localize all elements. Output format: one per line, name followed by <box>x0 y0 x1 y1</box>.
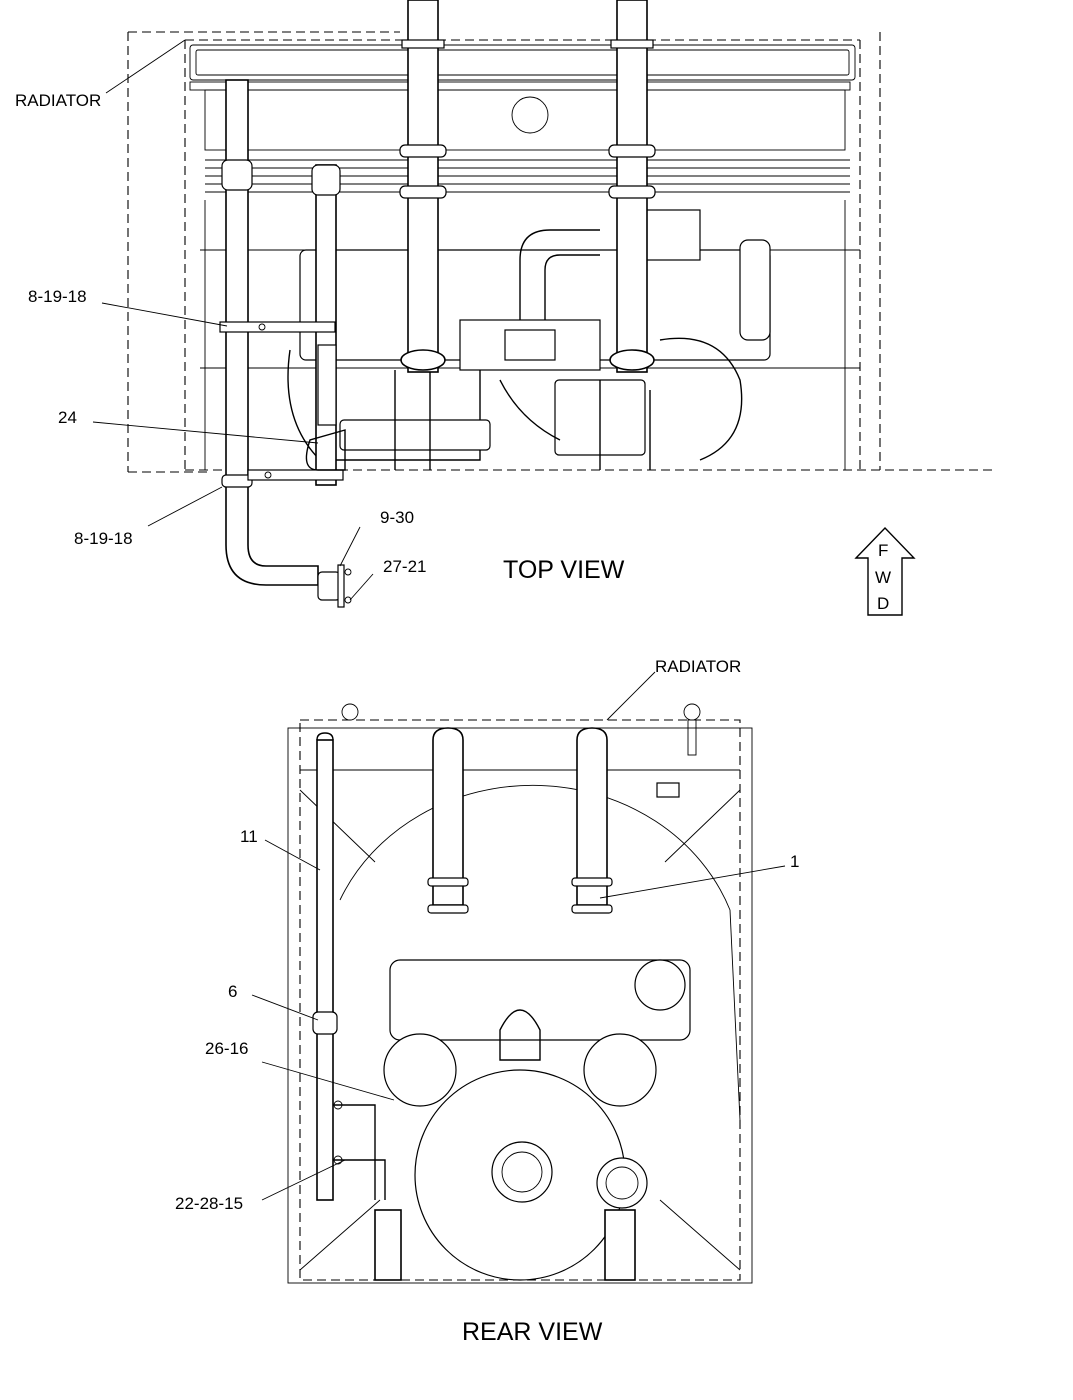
callout-9-30: 9-30 <box>380 508 414 527</box>
top-view-drawing <box>92 0 995 616</box>
rear-exhaust-pipe-left <box>427 727 469 914</box>
rear-left-pipe <box>312 732 338 1201</box>
callout-11: 11 <box>240 827 258 846</box>
top-view-title: TOP VIEW <box>503 556 625 584</box>
fan-shroud <box>339 784 741 1121</box>
radiator-fins <box>205 159 850 193</box>
fwd-arrow-icon <box>854 526 916 616</box>
exhaust-pipe-center-left <box>399 0 447 373</box>
rear-exhaust-pipe-right <box>571 727 613 914</box>
rear-view-drawing <box>251 671 786 1284</box>
upper-bracket <box>219 321 336 333</box>
lower-bracket <box>221 469 344 488</box>
rear-view-title: REAR VIEW <box>462 1318 603 1346</box>
callout-26-16: 26-16 <box>205 1039 248 1058</box>
callout-24: 24 <box>58 408 77 427</box>
exhaust-pipe-center-right <box>608 0 656 373</box>
radiator-outline-rear <box>299 719 741 1281</box>
callout-22-28-15: 22-28-15 <box>175 1194 243 1213</box>
fwd-letter-f: F <box>878 541 888 560</box>
callout-8-19-18-lower: 8-19-18 <box>74 529 133 548</box>
callout-1: 1 <box>790 852 799 871</box>
callout-6: 6 <box>228 982 237 1001</box>
callout-27-21: 27-21 <box>383 557 426 576</box>
fwd-letter-d: D <box>877 594 889 613</box>
callout-radiator-rear: RADIATOR <box>655 657 741 676</box>
left-drain-pipe <box>221 79 352 608</box>
fwd-letter-w: W <box>875 568 891 587</box>
callout-radiator-top: RADIATOR <box>15 91 101 110</box>
callout-8-19-18-upper: 8-19-18 <box>28 287 87 306</box>
